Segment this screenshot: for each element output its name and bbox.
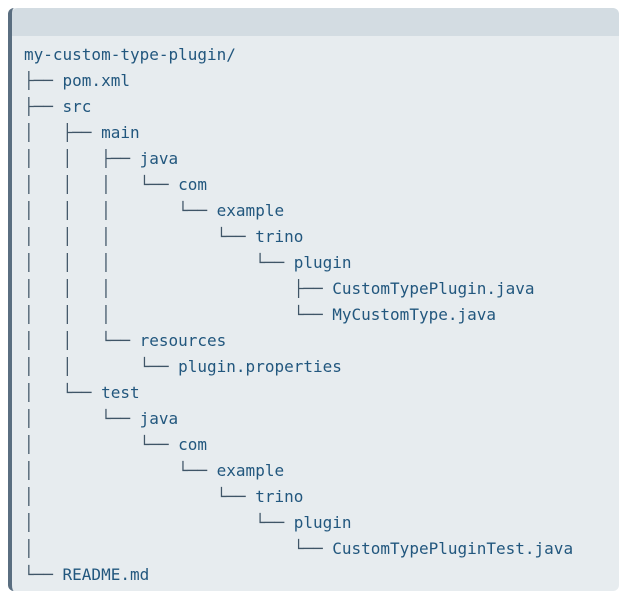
tree-branch: │ │ │ └── xyxy=(24,175,179,194)
tree-line: │ └── plugin xyxy=(24,510,573,536)
tree-entry-name: CustomTypePluginTest.java xyxy=(332,539,574,558)
tree-entry-name: trino xyxy=(255,487,304,506)
tree-line: │ │ │ ├── CustomTypePlugin.java xyxy=(24,276,573,302)
tree-line: │ └── trino xyxy=(24,484,573,510)
tree-entry-name: test xyxy=(101,383,140,402)
tree-line: │ │ ├── java xyxy=(24,146,573,172)
directory-tree: my-custom-type-plugin/├── pom.xml├── src… xyxy=(24,42,573,588)
tree-branch: │ │ └── xyxy=(24,331,140,350)
tree-branch: │ │ └── xyxy=(24,357,179,376)
tree-entry-name: plugin xyxy=(293,253,352,272)
tree-branch: │ │ ├── xyxy=(24,149,140,168)
tree-entry-name: README.md xyxy=(62,565,150,584)
tree-entry-name: main xyxy=(101,123,140,142)
tree-line: │ └── example xyxy=(24,458,573,484)
tree-line: │ │ │ └── plugin xyxy=(24,250,573,276)
tree-branch: ├── xyxy=(24,97,63,116)
tree-entry-name: plugin.properties xyxy=(178,357,342,376)
tree-entry-name: resources xyxy=(139,331,227,350)
tree-entry-name: plugin xyxy=(293,513,352,532)
tree-branch: └── xyxy=(24,565,63,584)
tree-branch: ├── xyxy=(24,71,63,90)
tree-line: my-custom-type-plugin/ xyxy=(24,42,573,68)
tree-line: ├── pom.xml xyxy=(24,68,573,94)
tree-line: │ │ └── resources xyxy=(24,328,573,354)
tree-entry-name: example xyxy=(216,461,285,480)
tree-line: │ │ └── plugin.properties xyxy=(24,354,573,380)
tree-entry-name: my-custom-type-plugin/ xyxy=(24,45,236,64)
tree-branch: │ │ │ └── xyxy=(24,253,294,272)
tree-entry-name: com xyxy=(178,435,208,454)
tree-branch: │ │ │ └── xyxy=(24,227,256,246)
tree-line: │ └── test xyxy=(24,380,573,406)
tree-entry-name: com xyxy=(178,175,208,194)
tree-line: └── README.md xyxy=(24,562,573,588)
tree-entry-name: java xyxy=(139,149,179,168)
tree-branch: │ └── xyxy=(24,487,256,506)
tree-entry-name: pom.xml xyxy=(62,71,130,90)
tree-line: │ ├── main xyxy=(24,120,573,146)
tree-branch: │ └── xyxy=(24,539,333,558)
tree-entry-name: trino xyxy=(255,227,304,246)
tree-line: │ │ │ └── com xyxy=(24,172,573,198)
tree-entry-name: CustomTypePlugin.java xyxy=(332,279,535,298)
tree-branch: │ └── xyxy=(24,513,294,532)
tree-entry-name: java xyxy=(139,409,179,428)
tree-entry-name: example xyxy=(216,201,285,220)
tree-line: │ └── com xyxy=(24,432,573,458)
tree-branch: │ │ │ └── xyxy=(24,201,217,220)
tree-branch: │ └── xyxy=(24,461,217,480)
tree-entry-name: MyCustomType.java xyxy=(332,305,497,324)
code-block-header xyxy=(12,8,619,36)
tree-line: ├── src xyxy=(24,94,573,120)
code-block: my-custom-type-plugin/├── pom.xml├── src… xyxy=(8,8,619,591)
tree-branch: │ └── xyxy=(24,435,179,454)
tree-branch: │ ├── xyxy=(24,123,102,142)
tree-line: │ │ │ └── trino xyxy=(24,224,573,250)
tree-line: │ └── java xyxy=(24,406,573,432)
tree-line: │ └── CustomTypePluginTest.java xyxy=(24,536,573,562)
tree-branch: │ │ │ ├── xyxy=(24,279,333,298)
tree-branch: │ │ │ └── xyxy=(24,305,333,324)
tree-branch: │ └── xyxy=(24,409,140,428)
tree-branch: │ └── xyxy=(24,383,102,402)
tree-line: │ │ │ └── MyCustomType.java xyxy=(24,302,573,328)
tree-line: │ │ │ └── example xyxy=(24,198,573,224)
tree-entry-name: src xyxy=(62,97,92,116)
